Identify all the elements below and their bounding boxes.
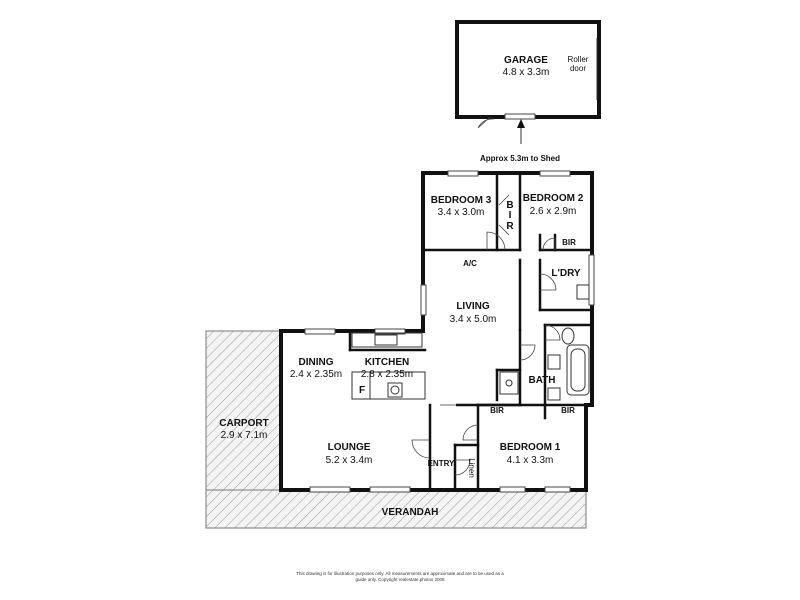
linen-label: Linen (467, 458, 476, 478)
bir-r: R (506, 221, 514, 232)
bedroom1-name: BEDROOM 1 (500, 442, 561, 453)
bir-bedroom2: BIR (562, 238, 576, 247)
dining-name: DINING (299, 357, 334, 368)
carport-dims: 2.9 x 7.1m (221, 430, 268, 441)
bath-label: BATH (528, 375, 555, 386)
laundry-label: L'DRY (551, 268, 581, 279)
lounge-name: LOUNGE (328, 442, 371, 453)
verandah-area (205, 489, 587, 529)
disclaimer-line2: guide only. Copyright realestate.photos … (355, 577, 445, 582)
bedroom2-name: BEDROOM 2 (523, 193, 584, 204)
bedroom1-dims: 4.1 x 3.3m (507, 455, 554, 466)
shed-note: Approx 5.3m to Shed (480, 154, 560, 163)
garage (455, 20, 601, 129)
interior-walls (348, 173, 594, 492)
kitchen-name: KITCHEN (365, 357, 409, 368)
bir-b: B (506, 200, 513, 211)
bedroom3-dims: 3.4 x 3.0m (438, 207, 485, 218)
fixtures (499, 284, 590, 401)
roller-door-line1: Roller (568, 55, 589, 64)
disclaimer-line1: This drawing is for illustration purpose… (296, 571, 504, 576)
garage-dims: 4.8 x 3.3m (503, 67, 550, 78)
kitchen-dims: 2.8 x 2.35m (361, 369, 413, 380)
ac-label: A/C (463, 259, 477, 268)
disclaimer: This drawing is for illustration purpose… (295, 571, 505, 583)
shed-arrow-head (517, 119, 525, 128)
lounge-dims: 5.2 x 3.4m (326, 455, 373, 466)
bir-bedroom1: BIR (561, 406, 575, 415)
bir-hall: BIR (490, 406, 504, 415)
garage-name: GARAGE (504, 55, 548, 66)
kitchen-benches (351, 332, 426, 400)
carport-name: CARPORT (219, 418, 268, 429)
verandah-label: VERANDAH (382, 507, 439, 518)
fridge-label: F (359, 385, 365, 396)
doors (411, 194, 561, 476)
entry-label: ENTRY (428, 459, 455, 468)
dining-dims: 2.4 x 2.35m (290, 369, 342, 380)
bedroom2-dims: 2.6 x 2.9m (530, 206, 577, 217)
living-dims: 3.4 x 5.0m (450, 314, 497, 325)
roller-door-line2: door (570, 64, 586, 73)
bedroom3-name: BEDROOM 3 (431, 195, 492, 206)
bir-i: I (509, 210, 512, 221)
living-name: LIVING (456, 301, 490, 312)
